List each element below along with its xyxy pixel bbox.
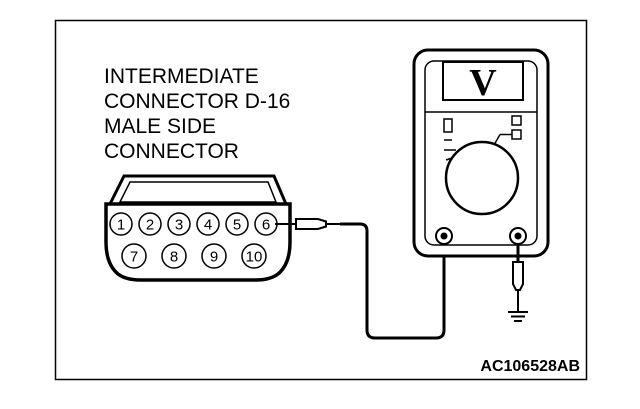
ground-probe (508, 244, 528, 322)
pin-7-socket (121, 243, 147, 269)
terminal-left-inner (440, 232, 448, 240)
range-indicator-right-bottom (511, 129, 522, 140)
pin-1-socket (109, 212, 133, 236)
selector-dial-arc (450, 141, 497, 161)
connector-label: INTERMEDIATE CONNECTOR D-16 MALE SIDE CO… (104, 65, 290, 163)
pin-9-socket (201, 243, 227, 269)
range-indicator-left (443, 118, 453, 133)
probe-pin-6 (275, 218, 340, 230)
connector-hood-inner (118, 181, 278, 203)
connector-label-line-2: CONNECTOR D-16 (104, 90, 290, 113)
pin-1-label: 1 (117, 217, 125, 234)
connector-d16: 1 2 3 4 5 6 7 8 9 10 (104, 174, 292, 282)
voltmeter-mode-symbol: V (469, 62, 497, 104)
pin-8-socket (161, 243, 187, 269)
figure-code: AC106528AB (480, 358, 580, 375)
terminal-right-inner (514, 232, 522, 240)
diagram-frame (54, 19, 588, 381)
connector-label-line-4: CONNECTOR (104, 140, 239, 163)
pin-8-label: 8 (170, 249, 178, 266)
connector-label-line-3: MALE SIDE (104, 115, 216, 138)
ground-probe-body (512, 261, 524, 291)
test-lead-wire (340, 222, 446, 340)
pin-4-socket (196, 212, 220, 236)
voltmeter: V (412, 48, 550, 258)
pin-4-label: 4 (204, 217, 212, 234)
pin-7-label: 7 (130, 249, 138, 266)
pin-3-socket (167, 212, 191, 236)
pin-10-label: 10 (246, 249, 263, 266)
pin-10-socket (241, 243, 267, 269)
pin-5-socket (225, 212, 249, 236)
pin-2-label: 2 (146, 217, 154, 234)
pin-3-label: 3 (175, 217, 183, 234)
pin-9-label: 9 (210, 249, 218, 266)
pin-6-label: 6 (262, 217, 270, 234)
probe-pin-6-body (295, 218, 327, 230)
pin-5-label: 5 (233, 217, 241, 234)
pin-2-socket (138, 212, 162, 236)
voltmeter-display (442, 61, 524, 101)
connector-label-line-1: INTERMEDIATE (104, 65, 259, 88)
range-indicator-right-top (511, 115, 522, 126)
